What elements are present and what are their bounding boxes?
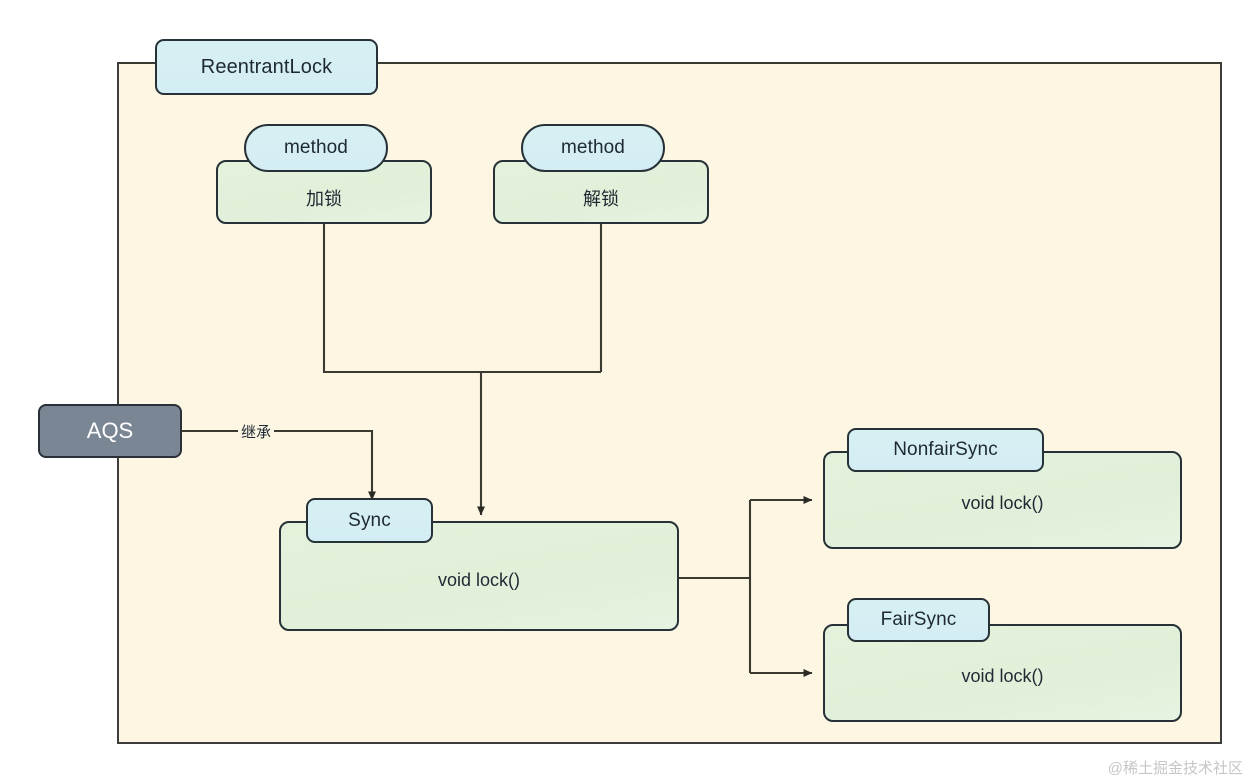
fairsync-body: void lock() bbox=[961, 666, 1044, 686]
unlock-method-header-label: method bbox=[561, 137, 625, 158]
unlock-method-body: 解锁 bbox=[583, 189, 619, 209]
edge-label-inheritance: 继承 bbox=[238, 421, 275, 442]
nonfairsync-header[interactable]: NonfairSync bbox=[847, 428, 1044, 472]
unlock-method-header[interactable]: method bbox=[521, 124, 665, 172]
fairsync-header[interactable]: FairSync bbox=[847, 598, 990, 642]
node-aqs[interactable]: AQS bbox=[38, 404, 182, 458]
watermark: @稀土掘金技术社区 bbox=[1107, 760, 1243, 777]
sync-body: void lock() bbox=[437, 570, 521, 590]
lock-method-header-label: method bbox=[284, 137, 348, 158]
sync-header[interactable]: Sync bbox=[306, 498, 433, 543]
lock-method-header[interactable]: method bbox=[244, 124, 388, 172]
node-reentrantlock[interactable]: ReentrantLock bbox=[155, 39, 378, 95]
node-reentrantlock-label: ReentrantLock bbox=[200, 55, 333, 78]
node-aqs-label: AQS bbox=[86, 418, 134, 443]
lock-method-body: 加锁 bbox=[306, 189, 342, 209]
sync-header-label: Sync bbox=[348, 509, 391, 531]
nonfairsync-body: void lock() bbox=[961, 493, 1044, 513]
nonfairsync-header-label: NonfairSync bbox=[893, 439, 998, 460]
fairsync-header-label: FairSync bbox=[880, 609, 957, 630]
